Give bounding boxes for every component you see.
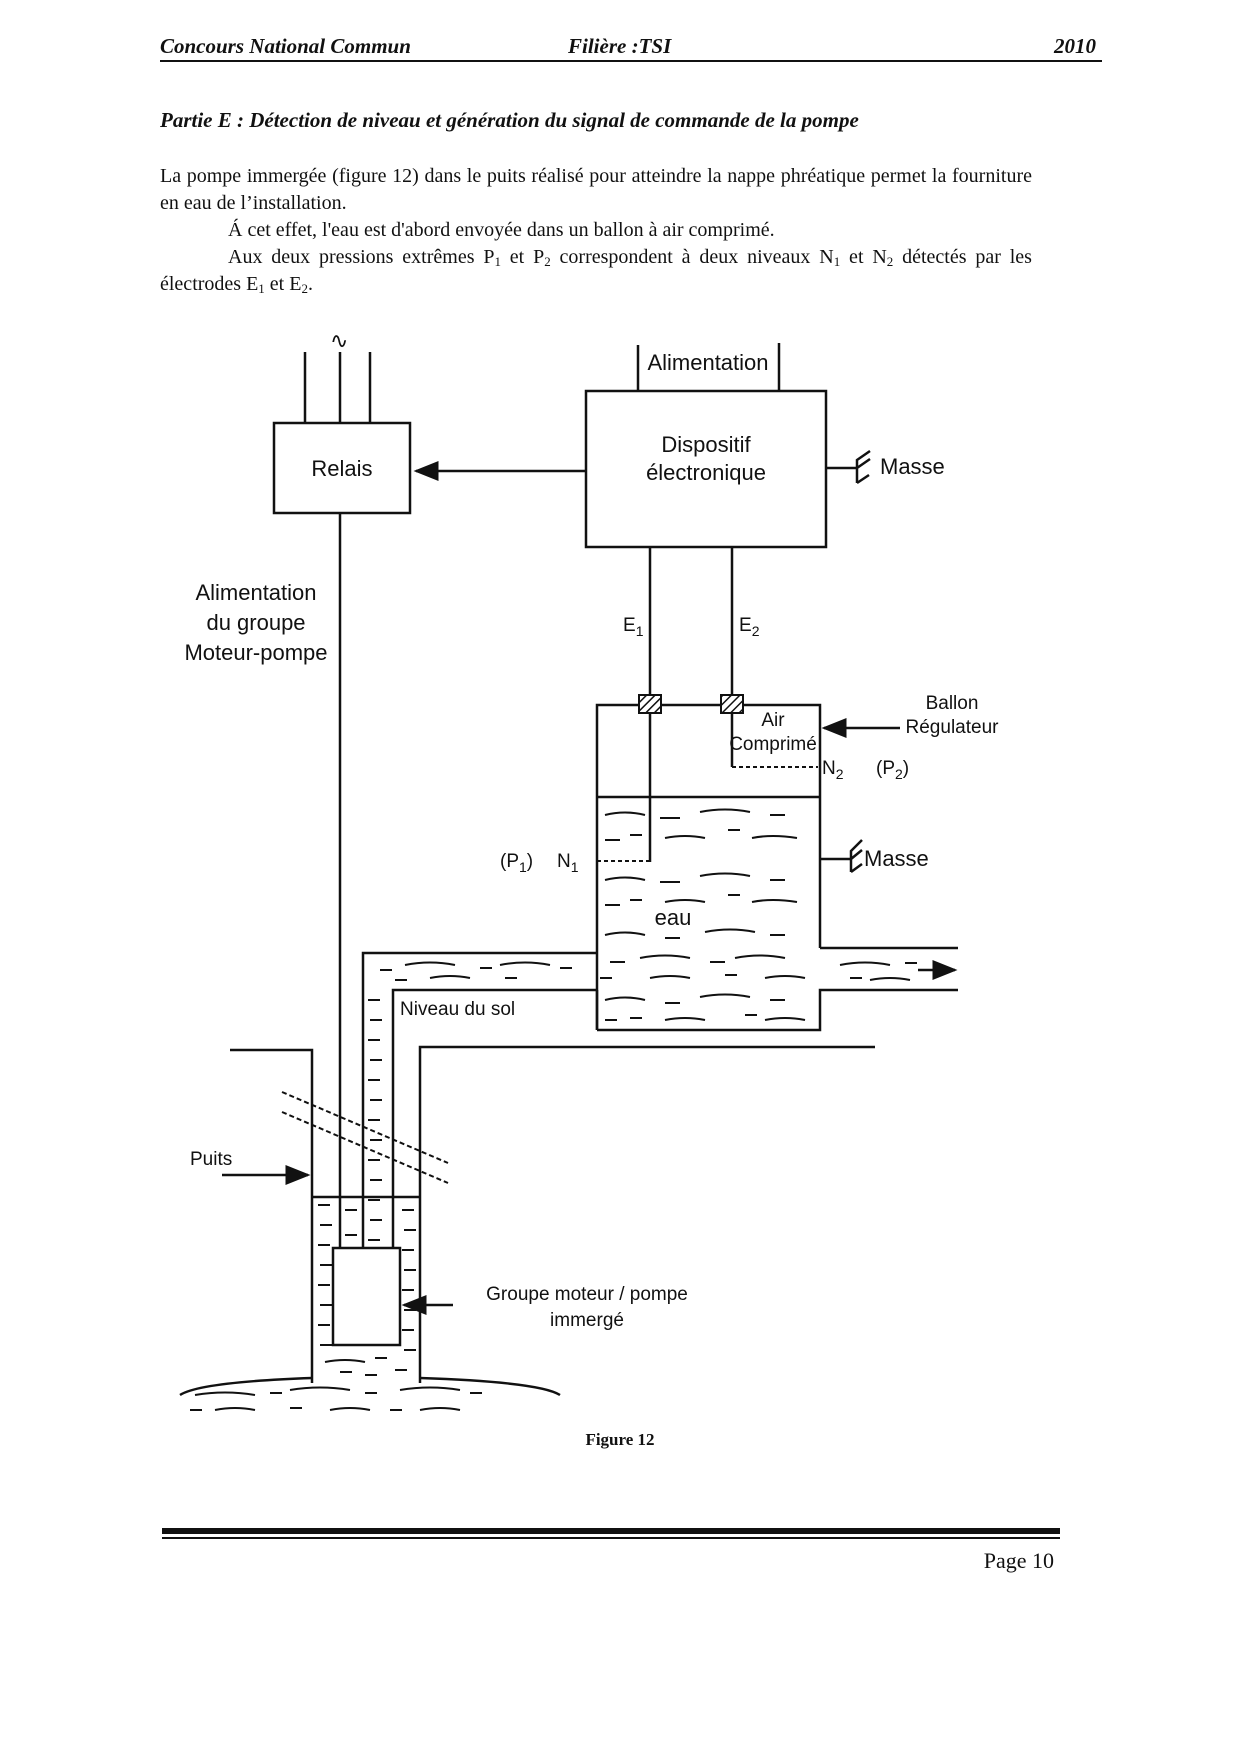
air-label-1: Air: [761, 710, 785, 731]
e2-label: E2: [739, 615, 760, 639]
body-text: La pompe immergée (figure 12) dans le pu…: [160, 163, 1032, 298]
header-rule: [160, 60, 1102, 62]
header-right: 2010: [1054, 34, 1096, 58]
puits-label: Puits: [190, 1149, 232, 1170]
section-title: Partie E : Détection de niveau et généra…: [160, 108, 859, 132]
tank-bottom: [597, 988, 958, 1032]
dispositif-label-1: Dispositif: [661, 432, 751, 457]
break-line-2: [281, 1111, 449, 1184]
page-number: Page 10: [983, 1548, 1054, 1573]
relais-label: Relais: [311, 456, 372, 481]
pipe-upper-left: [361, 951, 597, 1030]
groupe-label-1: Groupe moteur / pompe: [486, 1284, 688, 1305]
aquifer-right-curve: [419, 1376, 561, 1397]
break-line-1: [281, 1091, 449, 1164]
alim-groupe-label-2: du groupe: [206, 610, 305, 635]
masse-top-label: Masse: [880, 454, 945, 479]
alim-groupe-label-3: Moteur-pompe: [184, 640, 327, 665]
ballon-tank: [595, 703, 822, 1030]
pump-box: [331, 1246, 402, 1347]
ballon-label-2: Régulateur: [906, 717, 1000, 738]
water-texture: [190, 808, 917, 1411]
p2-label: (P2): [876, 758, 909, 782]
eau-label: eau: [655, 905, 692, 930]
ground-left: [230, 1048, 314, 1383]
n1-label: N1: [557, 851, 579, 875]
electrode-e1-seal: [638, 694, 662, 714]
footer-rule-thin: [162, 1537, 1060, 1539]
groupe-label-2: immergé: [550, 1310, 624, 1331]
ballon-label-1: Ballon: [926, 693, 979, 714]
ground-right: [418, 1045, 875, 1383]
figure-caption: Figure 12: [585, 1430, 655, 1449]
ground-icon-tank: [849, 839, 863, 874]
header-center: Filière :TSI: [568, 34, 672, 58]
paragraph-2: Á cet effet, l'eau est d'abord envoyée d…: [228, 219, 775, 241]
n2-label: N2: [822, 758, 844, 782]
alimentation-label: Alimentation: [647, 350, 768, 375]
aquifer-left-curve: [179, 1376, 313, 1397]
masse-tank-label: Masse: [864, 846, 929, 871]
paragraph-3: Aux deux pressions extrêmes P1 et P2 cor…: [160, 246, 1032, 296]
niveau-sol-label: Niveau du sol: [400, 999, 515, 1020]
relais-box: [272, 421, 412, 515]
air-label-2: Comprimé: [729, 734, 817, 755]
header-left: Concours National Commun: [160, 34, 411, 58]
electrode-e2-seal: [720, 694, 744, 714]
p1-label: (P1): [500, 851, 533, 875]
alim-groupe-label-1: Alimentation: [195, 580, 316, 605]
e1-label: E1: [623, 615, 644, 639]
footer-rule: [162, 1528, 1060, 1534]
ac-symbol: ∿: [330, 328, 348, 353]
pipe-inner-left: [391, 988, 597, 1140]
ground-icon-top: [855, 449, 871, 485]
dispositif-label-2: électronique: [646, 460, 766, 485]
paragraph-1: La pompe immergée (figure 12) dans le pu…: [160, 165, 1032, 214]
